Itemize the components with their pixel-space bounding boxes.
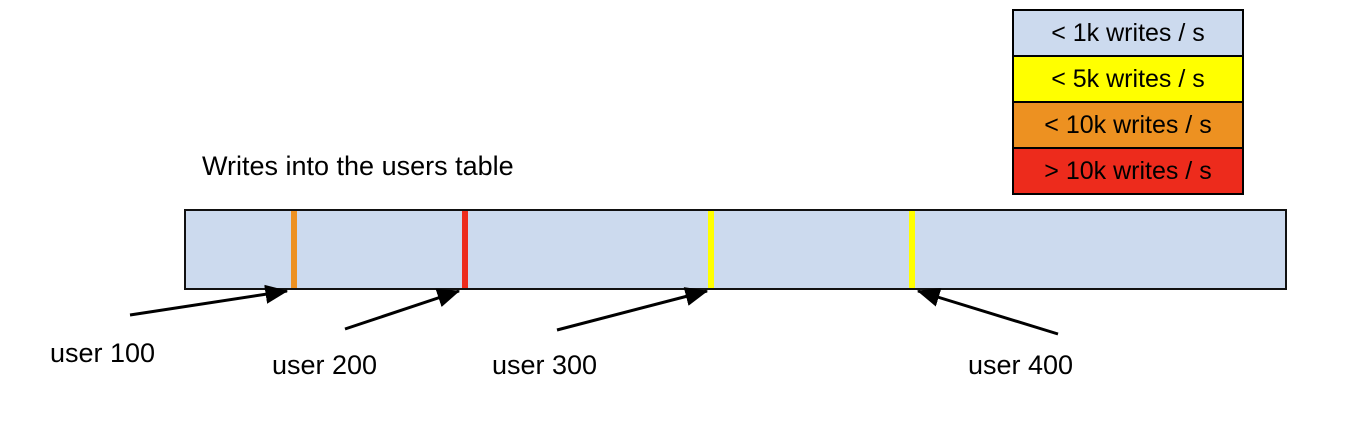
legend-item-label: < 1k writes / s [1051,18,1205,47]
legend-item-gt-10k: > 10k writes / s [1014,149,1242,193]
callout-label-user-200: user 200 [272,350,378,380]
callout-label-user-400: user 400 [968,350,1074,380]
legend-item-label: < 10k writes / s [1044,110,1212,139]
legend-item-label: < 5k writes / s [1051,64,1205,93]
marker-user-400 [909,211,916,288]
legend: < 1k writes / s < 5k writes / s < 10k wr… [1012,9,1244,195]
band-base-fill [186,211,1285,288]
chart-title: Writes into the users table [202,151,514,181]
marker-user-100 [290,211,297,288]
legend-item-label: > 10k writes / s [1044,156,1212,185]
arrow-user-200 [344,288,461,331]
users-table-band [184,209,1287,290]
arrow-user-300 [556,287,709,332]
marker-user-300 [708,211,715,288]
callout-label-user-300: user 300 [492,350,598,380]
callout-label-user-100: user 100 [50,338,156,368]
legend-item-lt-5k: < 5k writes / s [1014,57,1242,103]
legend-item-lt-10k: < 10k writes / s [1014,103,1242,149]
legend-item-lt-1k: < 1k writes / s [1014,11,1242,57]
marker-user-200 [461,211,468,288]
arrow-user-100 [129,284,289,317]
arrow-user-400 [916,288,1059,336]
